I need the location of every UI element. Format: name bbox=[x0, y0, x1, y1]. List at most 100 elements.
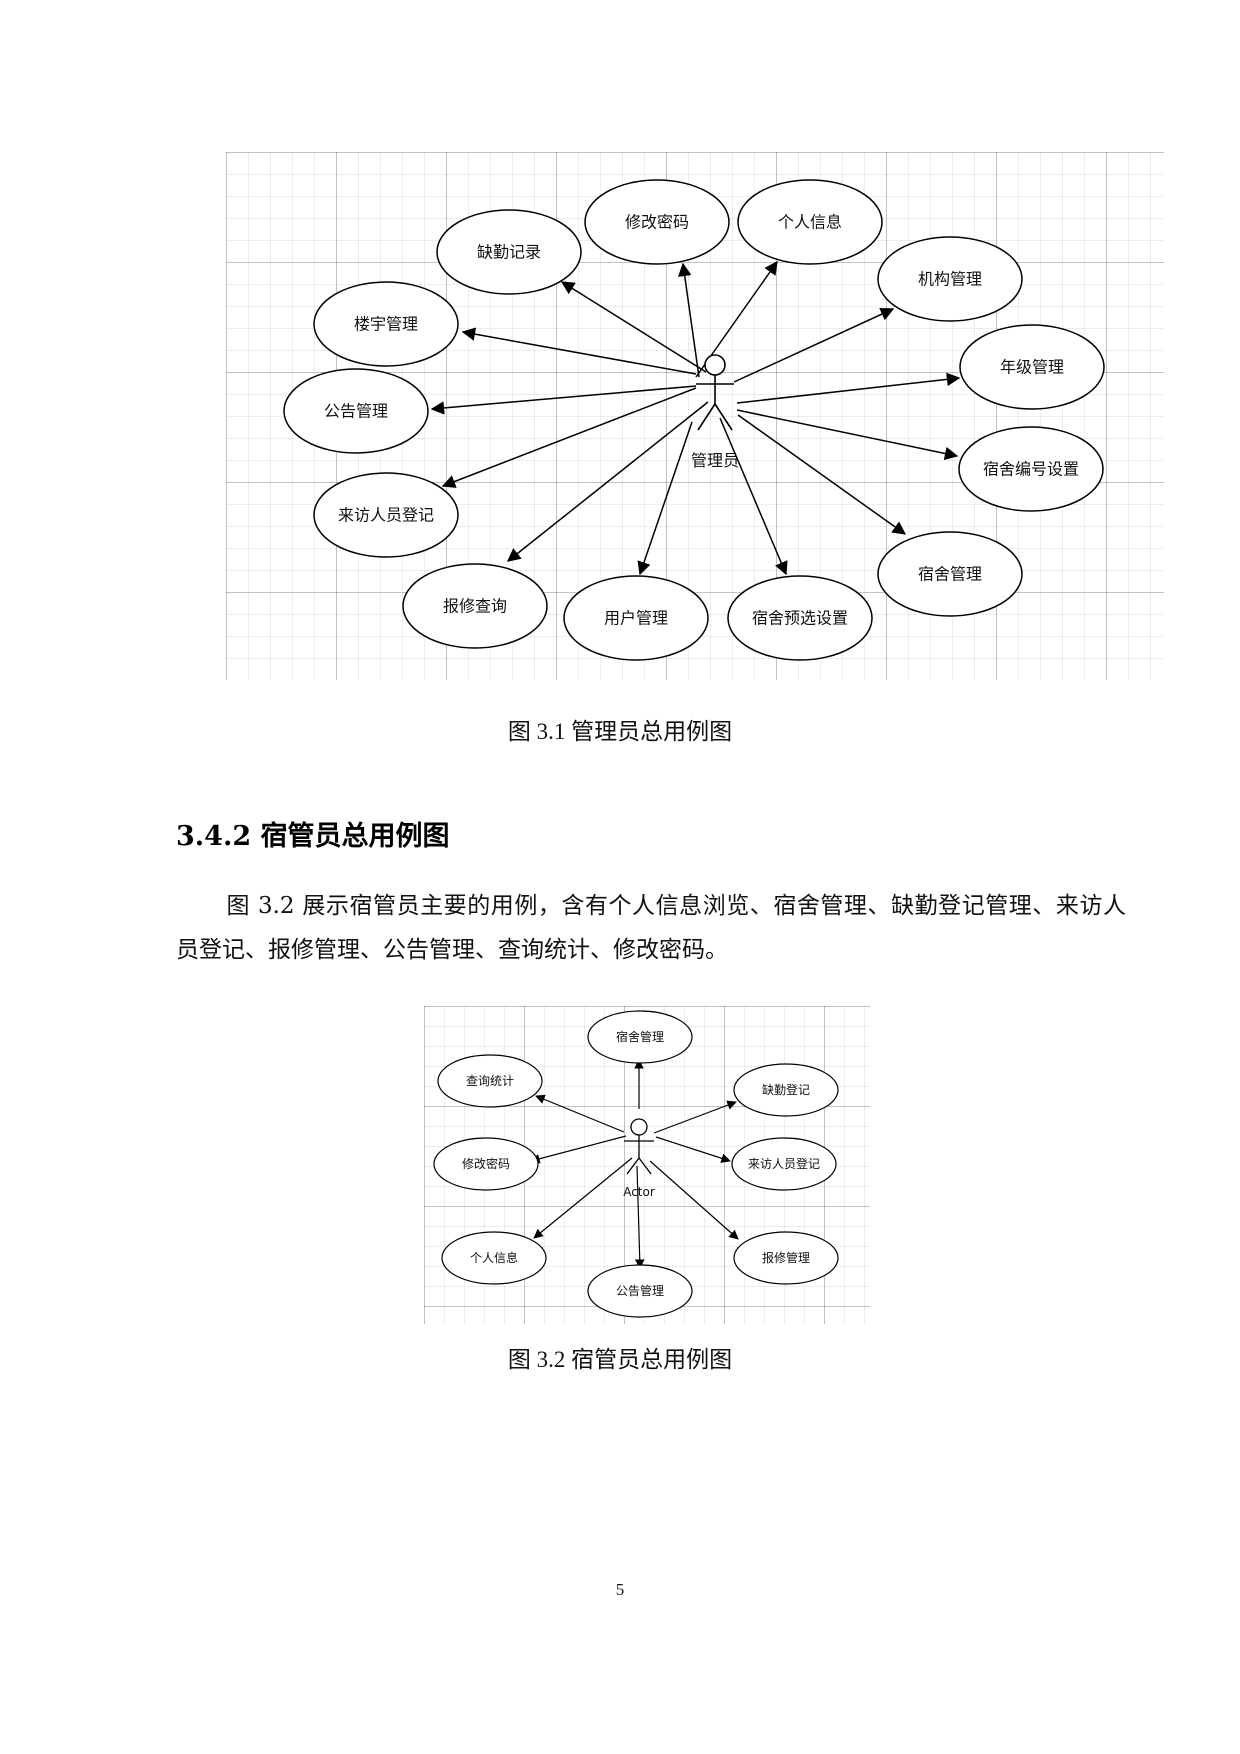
use-case: 报修管理 bbox=[733, 1231, 839, 1285]
section-paragraph-text: 图 3.2 展示宿管员主要的用例，含有个人信息浏览、宿舍管理、缺勤登记管理、来访… bbox=[176, 893, 1126, 963]
use-case-ellipse bbox=[733, 1063, 839, 1117]
use-case: 楼宇管理 bbox=[313, 281, 459, 367]
dorm-manager-actor-figure: Actor bbox=[623, 1118, 655, 1199]
admin-use-case-diagram: 修改密码 个人信息缺勤记录机构管理楼宇管理年级管理公告管理宿舍编号设置来访人员登记… bbox=[226, 152, 1164, 680]
admin-actor-figure: 管理员 bbox=[691, 354, 739, 470]
use-case: 缺勤记录 bbox=[436, 209, 582, 295]
use-case: 缺勤登记 bbox=[733, 1063, 839, 1117]
use-case: 宿舍管理 bbox=[587, 1010, 693, 1064]
use-case-ellipse bbox=[313, 281, 459, 367]
use-case: 机构管理 bbox=[877, 236, 1023, 322]
use-case-label: 公告管理 bbox=[324, 402, 388, 421]
dorm-manager-actor-label: Actor bbox=[623, 1185, 655, 1199]
use-case-ellipse bbox=[433, 1137, 539, 1191]
page-number: 5 bbox=[615, 1580, 625, 1599]
association-arrow bbox=[430, 385, 697, 415]
association-arrow bbox=[736, 409, 959, 461]
admin-diagram-canvas: 修改密码 个人信息缺勤记录机构管理楼宇管理年级管理公告管理宿舍编号设置来访人员登记… bbox=[283, 179, 1105, 661]
association-arrow bbox=[655, 1136, 731, 1163]
use-case-ellipse bbox=[563, 575, 709, 661]
association-arrow bbox=[649, 1160, 739, 1240]
use-case-ellipse bbox=[737, 179, 883, 265]
association-arrow bbox=[737, 414, 907, 535]
association-arrow bbox=[461, 327, 697, 375]
association-arrow bbox=[736, 372, 961, 404]
use-case-ellipse bbox=[731, 1137, 837, 1191]
actor-head bbox=[630, 1118, 648, 1136]
use-case-ellipse bbox=[402, 563, 548, 649]
actor-right-leg bbox=[714, 403, 733, 431]
use-case: 宿舍编号设置 bbox=[958, 426, 1104, 512]
use-case-ellipse bbox=[313, 472, 459, 558]
actor-head bbox=[704, 354, 726, 376]
figure1-caption: 图 3.1 管理员总用例图 bbox=[507, 719, 733, 744]
use-case: 个人信息 bbox=[441, 1231, 547, 1285]
use-case: 来访人员登记 bbox=[313, 472, 459, 558]
use-case: 宿舍管理 bbox=[877, 531, 1023, 617]
use-case-ellipse bbox=[437, 1054, 543, 1108]
use-case: 个人信息 bbox=[737, 179, 883, 265]
association-arrow bbox=[533, 1157, 633, 1239]
use-case-label: 机构管理 bbox=[918, 270, 982, 289]
use-case-label: 用户管理 bbox=[604, 609, 668, 628]
use-case-label: 缺勤登记 bbox=[762, 1082, 810, 1097]
use-case-label: 宿舍管理 bbox=[918, 565, 982, 584]
use-case-label: 修改密码 bbox=[462, 1156, 510, 1171]
use-case-ellipse bbox=[436, 209, 582, 295]
use-case: 宿舍预选设置 bbox=[727, 575, 873, 661]
use-case-ellipse bbox=[877, 236, 1023, 322]
association-arrow bbox=[678, 262, 700, 378]
use-case-ellipse bbox=[587, 1264, 693, 1318]
use-case-label: 来访人员登记 bbox=[748, 1156, 820, 1171]
use-case-ellipse bbox=[727, 575, 873, 661]
association-arrow bbox=[535, 1094, 625, 1133]
association-arrow bbox=[441, 387, 697, 488]
use-case: 公告管理 bbox=[587, 1264, 693, 1318]
association-arrow bbox=[719, 417, 788, 576]
use-case-label: 报修查询 bbox=[443, 597, 507, 616]
dorm-manager-use-case-diagram: 宿舍管理查询统计缺勤登记修改密码 来访人员登记个人信息 报修管理公告管理 Actor bbox=[424, 1006, 870, 1324]
use-case-label: 缺勤记录 bbox=[477, 243, 541, 262]
use-case-ellipse bbox=[958, 426, 1104, 512]
use-case: 查询统计 bbox=[437, 1054, 543, 1108]
use-case: 修改密码 bbox=[584, 179, 730, 265]
use-case-label: 来访人员登记 bbox=[338, 506, 434, 525]
use-case-ellipse bbox=[584, 179, 730, 265]
use-case-label: 修改密码 bbox=[625, 213, 689, 232]
association-arrow bbox=[637, 421, 693, 576]
use-case-ellipse bbox=[283, 368, 429, 454]
use-case-label: 宿舍编号设置 bbox=[983, 460, 1079, 479]
use-case-label: 公告管理 bbox=[616, 1283, 664, 1298]
use-case: 来访人员登记 bbox=[731, 1137, 837, 1191]
use-case-ellipse bbox=[587, 1010, 693, 1064]
use-case-ellipse bbox=[733, 1231, 839, 1285]
use-case-label: 宿舍预选设置 bbox=[752, 609, 848, 628]
association-arrow bbox=[653, 1100, 737, 1134]
association-arrow bbox=[634, 1165, 645, 1269]
admin-actor-label: 管理员 bbox=[691, 451, 739, 470]
use-case: 修改密码 bbox=[433, 1137, 539, 1191]
actor-right-leg bbox=[638, 1157, 652, 1175]
use-case: 年级管理 bbox=[959, 324, 1105, 410]
use-case-label: 个人信息 bbox=[470, 1250, 518, 1265]
section-heading: 3.4.2 宿管员总用例图 bbox=[176, 821, 450, 852]
use-case-ellipse bbox=[441, 1231, 547, 1285]
use-case-label: 个人信息 bbox=[778, 213, 842, 232]
association-arrow bbox=[506, 401, 709, 562]
section-paragraph: 图 3.2 展示宿管员主要的用例，含有个人信息浏览、宿舍管理、缺勤登记管理、来访… bbox=[176, 884, 1126, 972]
use-case: 公告管理 bbox=[283, 368, 429, 454]
actor-left-leg bbox=[626, 1157, 640, 1175]
use-case-label: 报修管理 bbox=[762, 1250, 810, 1265]
actor-left-leg bbox=[697, 403, 716, 431]
association-arrow bbox=[530, 1135, 627, 1164]
use-case-label: 查询统计 bbox=[466, 1074, 514, 1088]
association-arrow bbox=[733, 307, 895, 383]
use-case-label: 宿舍管理 bbox=[616, 1029, 664, 1044]
use-case-label: 年级管理 bbox=[1000, 358, 1064, 377]
use-case: 报修查询 bbox=[402, 563, 548, 649]
use-case-ellipse bbox=[877, 531, 1023, 617]
figure2-caption: 图 3.2 宿管员总用例图 bbox=[507, 1347, 733, 1372]
association-arrow bbox=[560, 281, 707, 373]
